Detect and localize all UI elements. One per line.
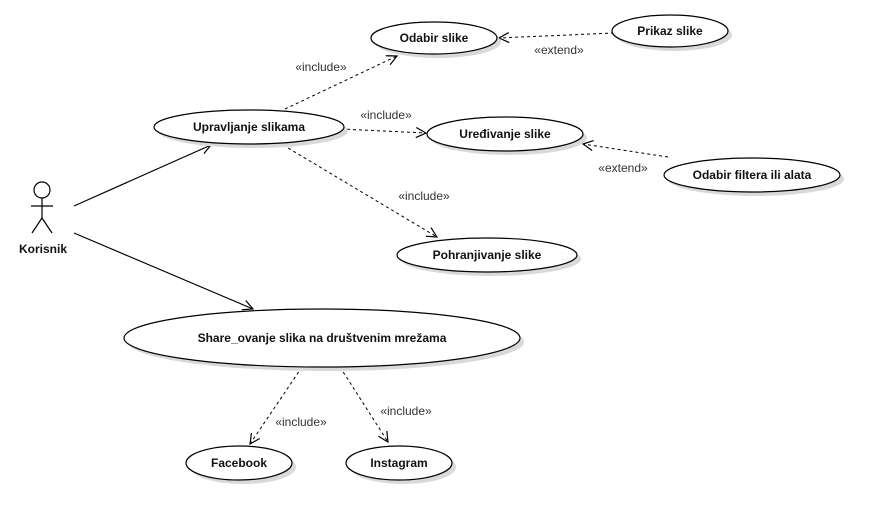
usecase-odabir-slike[interactable]: Odabir slike xyxy=(370,21,501,58)
label-include-facebook: «include» xyxy=(275,415,327,429)
usecase-uredivanje-slike-label: Uređivanje slike xyxy=(459,127,551,141)
extend-filter-arrow[interactable] xyxy=(583,144,669,158)
usecase-instagram-label: Instagram xyxy=(370,456,427,470)
usecase-odabir-filtera-label: Odabir filtera ili alata xyxy=(693,168,812,182)
usecase-instagram[interactable]: Instagram xyxy=(345,445,456,484)
association-upravljanje[interactable] xyxy=(73,145,211,207)
label-include-pohranjivanje: «include» xyxy=(398,189,450,203)
usecase-odabir-filtera[interactable]: Odabir filtera ili alata xyxy=(663,157,844,196)
include-uredivanje-arrow[interactable] xyxy=(340,129,426,133)
association-share[interactable] xyxy=(73,232,253,309)
actor-label: Korisnik xyxy=(19,242,67,256)
usecase-pohranjivanje-slike[interactable]: Pohranjivanje slike xyxy=(396,237,581,276)
actor-left-leg xyxy=(31,217,43,234)
actor-head xyxy=(33,181,51,199)
include-odabir-arrow[interactable] xyxy=(284,56,397,110)
include-instagram-arrow[interactable] xyxy=(339,366,388,442)
extend-prikaz-arrow[interactable] xyxy=(499,33,615,38)
label-include-instagram: «include» xyxy=(380,404,432,418)
actor-right-leg xyxy=(41,217,53,234)
usecase-prikaz-slike[interactable]: Prikaz slike xyxy=(611,14,732,51)
usecase-upravljanje-slikama-label: Upravljanje slikama xyxy=(193,120,305,134)
usecase-share-label: Share_ovanje slika na društvenim mrežama xyxy=(198,331,447,345)
usecase-pohranjivanje-slike-label: Pohranjivanje slike xyxy=(433,248,542,262)
include-facebook-arrow[interactable] xyxy=(250,366,303,444)
usecase-facebook-label: Facebook xyxy=(211,456,267,470)
label-include-odabir: «include» xyxy=(295,60,347,74)
actor-korisnik[interactable]: Korisnik xyxy=(19,181,67,256)
label-extend-filter: «extend» xyxy=(598,161,648,175)
usecase-uredivanje-slike[interactable]: Uređivanje slike xyxy=(426,116,587,155)
usecase-prikaz-slike-label: Prikaz slike xyxy=(637,24,703,38)
label-include-uredivanje: «include» xyxy=(360,108,412,122)
usecase-upravljanje-slikama[interactable]: Upravljanje slikama xyxy=(153,109,348,148)
label-extend-prikaz: «extend» xyxy=(534,43,584,57)
usecase-odabir-slike-label: Odabir slike xyxy=(400,31,469,45)
usecase-share[interactable]: Share_ovanje slika na društvenim mrežama xyxy=(123,308,524,371)
usecase-facebook[interactable]: Facebook xyxy=(185,445,296,484)
